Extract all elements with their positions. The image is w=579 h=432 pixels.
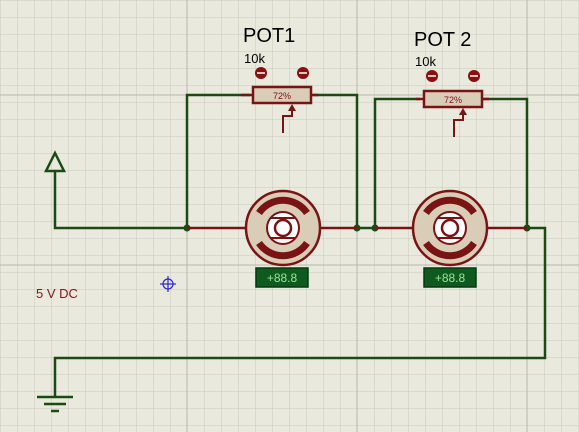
- pot1-value: 10k: [244, 51, 265, 66]
- motor2-component[interactable]: +88.8: [375, 189, 527, 288]
- wire-pot1-left: [185, 93, 250, 228]
- pot2-wiper: [453, 111, 464, 137]
- source-label: 5 V DC: [36, 286, 78, 301]
- pot2-body: [422, 89, 484, 109]
- power-arrow-icon[interactable]: [43, 150, 67, 173]
- pot1-body: [251, 85, 313, 105]
- pot1-wiper-arrow: [288, 104, 296, 111]
- pot1-wiper: [282, 107, 293, 133]
- motor2-display: [423, 267, 477, 288]
- pot1-component[interactable]: POT1 10k 72%: [241, 25, 318, 133]
- pin-icon[interactable]: [468, 70, 480, 82]
- pot2-wiper-arrow: [459, 108, 467, 115]
- crosshair-icon: [160, 276, 176, 292]
- motor2-display-value: +88.8: [435, 271, 466, 285]
- wire-pot2-right: [483, 97, 529, 228]
- motor1-display: [255, 267, 309, 288]
- pin-icon[interactable]: [426, 70, 438, 82]
- pot2-percent: 72%: [444, 95, 462, 105]
- wire-pot2-left: [373, 97, 420, 228]
- pot1-percent: 72%: [273, 91, 291, 101]
- pin-icon[interactable]: [255, 67, 267, 79]
- motor-icon: [244, 189, 322, 267]
- pot2-value: 10k: [415, 54, 436, 69]
- pot2-component[interactable]: POT 2 10k 72%: [414, 29, 489, 137]
- motor1-component[interactable]: +88.8: [187, 189, 357, 288]
- wire-power-to-node: [53, 172, 187, 230]
- wire-return: [53, 226, 547, 396]
- wires: [53, 93, 547, 396]
- ground-icon[interactable]: [37, 395, 73, 413]
- motor-icon: [411, 189, 489, 267]
- wire-pot1-right: [313, 93, 359, 228]
- pin-icon[interactable]: [297, 67, 309, 79]
- pot2-name: POT 2: [414, 29, 471, 51]
- motor1-display-value: +88.8: [267, 271, 298, 285]
- pot1-name: POT1: [243, 25, 295, 47]
